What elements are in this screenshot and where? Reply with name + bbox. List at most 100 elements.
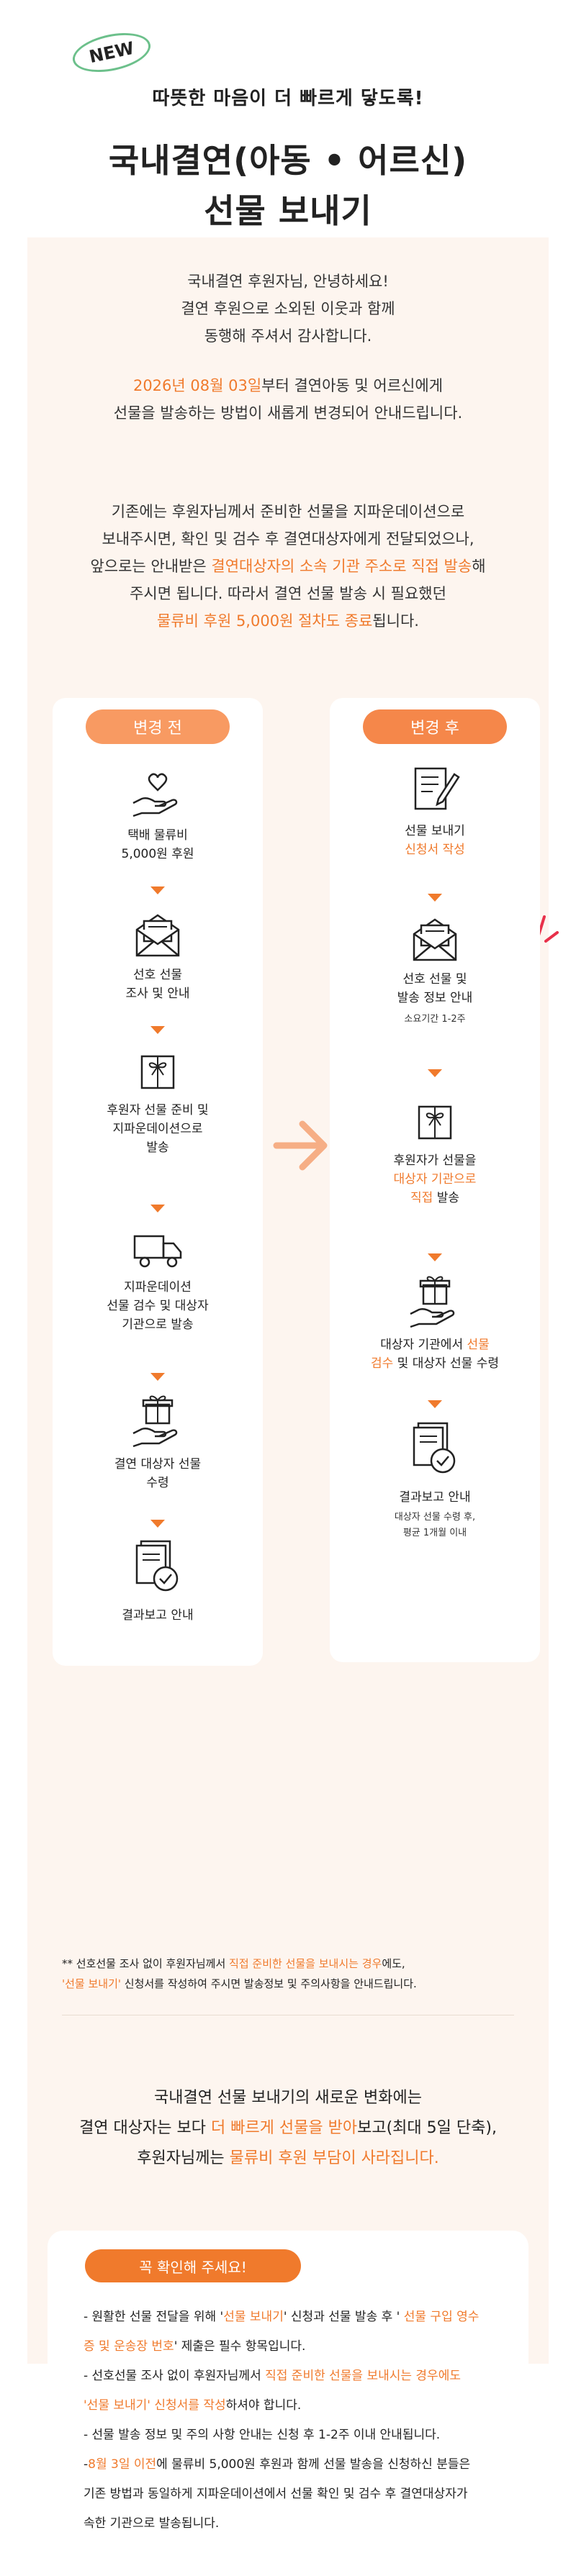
- intro-text: 부터 결연아동 및 어르신에게: [261, 377, 444, 394]
- after-label: 변경 후: [363, 709, 507, 744]
- checklist-line: '선물 보내기' 신청서를 작성하셔야 합니다.: [84, 2391, 507, 2421]
- step-label-highlight: 직접: [410, 1191, 433, 1205]
- summary-highlight: 물류비 후원 부담이 사라집니다.: [229, 2149, 439, 2167]
- checklist-text: - 원활한 선물 전달을 위해 ': [84, 2310, 224, 2324]
- step-label: 택배 물류비: [127, 828, 188, 843]
- intro-line: 주시면 됩니다. 따라서 결연 선물 발송 시 필요했던: [130, 585, 446, 602]
- checklist-highlight: 직접 준비한 선물을 보내시는 경우에도: [265, 2369, 461, 2383]
- new-badge-text: NEW: [87, 37, 136, 68]
- summary-line: 국내결연 선물 보내기의 새로운 변화에는: [153, 2089, 423, 2107]
- summary-line: 결연 대상자는 보다 더 빠르게 선물을 받아보고(최대 5일 단축),: [27, 2113, 549, 2144]
- down-arrow-icon: [428, 894, 442, 902]
- new-badge: NEW: [69, 27, 154, 78]
- checklist-highlight: 8월 3일 이전: [88, 2457, 157, 2472]
- checklist-highlight: '선물 보내기' 신청서를 작성: [84, 2398, 226, 2413]
- step-label: 후원자가 선물을: [393, 1153, 477, 1168]
- intro-line: 앞으로는 안내받은 결연대상자의 소속 기관 주소로 직접 발송해: [27, 553, 549, 580]
- step-label: 선호 선물: [133, 968, 182, 982]
- intro-line: 선물을 발송하는 방법이 새롭게 변경되어 안내드립니다.: [113, 404, 463, 422]
- down-arrow-icon: [428, 1400, 442, 1408]
- step-note: 대상자 선물 수령 후,: [394, 1512, 476, 1523]
- step-label: 대상자 기관으로: [393, 1172, 477, 1187]
- step-label: 대상자 기관에서 선물: [330, 1335, 540, 1354]
- step-label: 검수 및 대상자 선물 수령: [330, 1354, 540, 1373]
- checklist-label: 꼭 확인해 주세요!: [85, 2249, 301, 2282]
- step-label: 신청서 작성: [405, 843, 465, 857]
- footnote: ** 선호선물 조사 없이 후원자님께서 직접 준비한 선물을 보내시는 경우에…: [62, 1954, 417, 1994]
- envelope-icon: [413, 918, 457, 961]
- step-label-text: 및 대상자 선물 수령: [393, 1356, 500, 1371]
- page-title: 국내결연(아동 • 어르신) 선물 보내기: [0, 135, 576, 236]
- step-label: 수령: [146, 1476, 169, 1490]
- summary-text: 보고(최대 5일 단축),: [357, 2119, 497, 2137]
- gift-box-icon: [140, 1055, 175, 1089]
- checklist-text: 하셔야 합니다.: [225, 2398, 302, 2413]
- right-arrow-icon: [273, 1120, 328, 1171]
- highlight-text: 물류비 후원 5,000원 절차도 종료: [157, 612, 373, 630]
- summary-line: 후원자님께는 물류비 후원 부담이 사라집니다.: [27, 2144, 549, 2174]
- intro-text: 앞으로는 안내받은: [90, 558, 212, 575]
- step-label: 5,000원 후원: [121, 847, 194, 861]
- step-label: 후원자 선물 준비 및: [107, 1103, 209, 1117]
- checklist-line: - 원활한 선물 전달을 위해 '선물 보내기' 신청과 선물 발송 후 ' 선…: [84, 2303, 507, 2332]
- highlight-text: 결연대상자의 소속 기관 주소로 직접 발송: [211, 558, 472, 575]
- checklist-text: 에 물류비 5,000원 후원과 함께 선물 발송을 신청하신 분들은: [156, 2457, 471, 2472]
- step-label: 발송: [146, 1140, 169, 1155]
- down-arrow-icon: [150, 1026, 165, 1034]
- step-label: 지파운데이션으로: [112, 1122, 203, 1136]
- step-label: 선물 보내기: [405, 824, 465, 838]
- intro-paragraph-2: 2026년 08월 03일부터 결연아동 및 어르신에게 선물을 발송하는 방법…: [27, 372, 549, 427]
- before-label: 변경 전: [86, 709, 230, 744]
- step-label: 결연 대상자 선물: [114, 1457, 202, 1471]
- checklist-highlight: 증 및 운송장 번호: [84, 2339, 174, 2354]
- checklist-line: 기존 방법과 동일하게 지파운데이션에서 선물 확인 및 검수 후 결연대상자가: [84, 2487, 468, 2501]
- down-arrow-icon: [428, 1253, 442, 1261]
- gift-box-icon: [418, 1105, 452, 1140]
- checklist-text: ' 제출은 필수 항목입니다.: [174, 2339, 306, 2354]
- gift-hand-icon: [132, 1395, 178, 1448]
- step-label-highlight: 검수: [370, 1356, 394, 1371]
- checklist-line: 증 및 운송장 번호' 제출은 필수 항목입니다.: [84, 2332, 507, 2362]
- intro-line: 국내결연 후원자님, 안녕하세요!: [187, 273, 389, 290]
- step-label: 선물 검수 및 대상자: [107, 1299, 209, 1313]
- report-check-icon: [413, 1422, 456, 1474]
- intro-line: 결연 후원으로 소외된 이웃과 함께: [181, 300, 395, 317]
- checklist-highlight: 선물 보내기: [223, 2310, 284, 2324]
- down-arrow-icon: [150, 886, 165, 894]
- subhead: 따뜻한 마음이 더 빠르게 닿도록!: [152, 88, 424, 109]
- checklist-text: - 선호선물 조사 없이 후원자님께서: [84, 2369, 266, 2383]
- footnote-line: '선물 보내기' 신청서를 작성하여 주시면 발송정보 및 주의사항을 안내드립…: [62, 1974, 417, 1994]
- footnote-highlight: 직접 준비한 선물을 보내시는 경우: [229, 1957, 382, 1970]
- checklist-box: 꼭 확인해 주세요! - 원활한 선물 전달을 위해 '선물 보내기' 신청과 …: [48, 2231, 528, 2576]
- checklist-highlight: 선물 구입 영수: [400, 2310, 480, 2324]
- content-panel: 국내결연 후원자님, 안녕하세요! 결연 후원으로 소외된 이웃과 함께 동행해…: [27, 237, 559, 2576]
- change-date: 2026년 08월 03일: [132, 377, 262, 394]
- intro-paragraph-1: 국내결연 후원자님, 안녕하세요! 결연 후원으로 소외된 이웃과 함께 동행해…: [27, 268, 549, 350]
- down-arrow-icon: [428, 1069, 442, 1077]
- intro-line: 기존에는 후원자님께서 준비한 선물을 지파운데이션으로: [111, 503, 465, 520]
- intro-paragraph-3: 기존에는 후원자님께서 준비한 선물을 지파운데이션으로 보내주시면, 확인 및…: [27, 498, 549, 635]
- intro-line: 동행해 주셔서 감사합니다.: [204, 327, 372, 345]
- summary: 국내결연 선물 보내기의 새로운 변화에는 결연 대상자는 보다 더 빠르게 선…: [27, 2083, 549, 2174]
- down-arrow-icon: [150, 1205, 165, 1212]
- step-label: 결과보고 안내: [399, 1490, 471, 1505]
- step-label: 기관으로 발송: [122, 1318, 194, 1332]
- summary-text: 후원자님께는: [137, 2149, 230, 2167]
- footnote-text: 신청서를 작성하여 주시면 발송정보 및 주의사항을 안내드립니다.: [121, 1977, 417, 1990]
- checklist-line: - 선물 발송 정보 및 주의 사항 안내는 신청 후 1-2주 이내 안내됩니…: [84, 2428, 441, 2442]
- footnote-highlight: '선물 보내기': [62, 1977, 122, 1990]
- heart-hand-icon: [132, 773, 178, 817]
- duration-note: 소요기간 1-2주: [404, 1014, 466, 1025]
- checklist-items: - 원활한 선물 전달을 위해 '선물 보내기' 신청과 선물 발송 후 ' 선…: [84, 2303, 507, 2539]
- summary-text: 결연 대상자는 보다: [79, 2119, 211, 2137]
- checklist-line: 속한 기관으로 발송됩니다.: [84, 2516, 220, 2531]
- down-arrow-icon: [150, 1520, 165, 1528]
- step-label: 지파운데이션: [124, 1280, 192, 1294]
